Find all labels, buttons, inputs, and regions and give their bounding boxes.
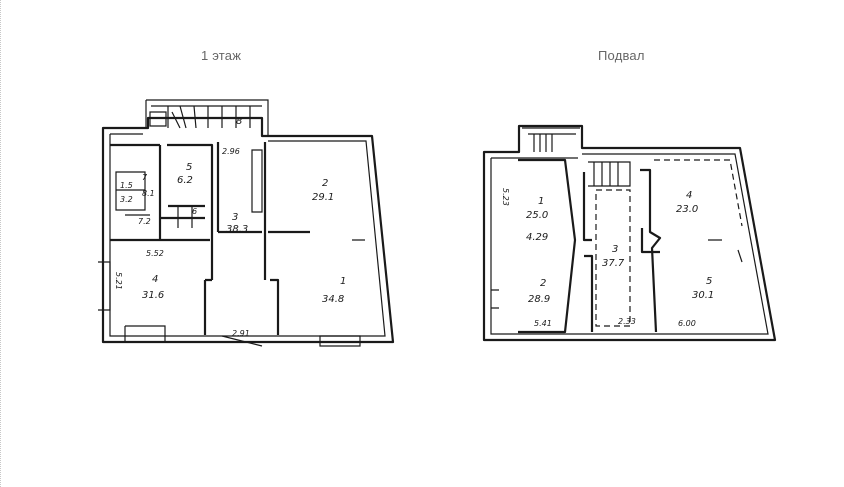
b-label-37-7: 37.7 [602,258,625,269]
label-2-91: 2.91 [232,329,250,338]
b-label-4: 4 [686,190,692,201]
label-7: 7 [142,173,148,182]
label-38-3: 38.3 [226,224,248,235]
b-label-2: 2 [540,278,546,289]
label-2: 2 [322,178,328,189]
b-label-1: 1 [538,196,544,207]
label-5: 5 [186,162,192,173]
label-5-52: 5.52 [146,249,164,258]
basement-plan: 1 25.0 4.29 5.23 2 28.9 5.41 3 37.7 2.33… [482,124,777,342]
b-label-4-29: 4.29 [526,232,548,243]
label-6: 6 [192,207,197,216]
b-label-6-00: 6.00 [678,319,696,328]
label-2-96: 2.96 [222,147,240,156]
label-34-8: 34.8 [322,294,344,305]
basement-dashed-outline [595,159,743,327]
b-label-25-0: 25.0 [526,210,548,221]
label-6-2: 6.2 [177,175,193,186]
basement-staircase [522,127,580,152]
b-label-3: 3 [612,244,618,255]
basement-interior-walls [518,158,662,334]
b-label-5: 5 [706,276,712,287]
label-3: 3 [232,212,238,223]
floor-1-staircase [145,99,269,136]
b-label-2-33: 2.33 [618,317,636,326]
page-edge-guide [0,0,3,487]
label-1: 1 [340,276,346,287]
floor-1-windows [124,325,361,347]
label-1-5: 1.5 [120,181,133,190]
floor-1-plan: 8 2.96 5 6.2 7 1.5 8.1 3.2 7.2 6 3 38.3 … [98,99,395,347]
label-31-6: 31.6 [142,290,164,301]
b-label-30-1: 30.1 [692,290,714,301]
basement-title: Подвал [598,48,645,63]
b-label-23-0: 23.0 [676,204,698,215]
b-label-28-9: 28.9 [528,294,550,305]
label-8: 8 [236,116,242,127]
floor-1-title: 1 этаж [201,48,242,63]
floor-1-interior-walls [110,142,310,335]
b-label-5-41: 5.41 [534,319,552,328]
floor-1-outer-wall [101,116,395,344]
label-8-1: 8.1 [142,189,155,198]
label-4: 4 [152,274,158,285]
label-7-2: 7.2 [138,217,151,226]
basement-outer-wall [482,124,777,342]
label-3-2: 3.2 [120,195,133,204]
label-29-1: 29.1 [312,192,334,203]
label-5-21: 5.21 [114,272,123,290]
b-label-5-23: 5.23 [501,188,510,206]
